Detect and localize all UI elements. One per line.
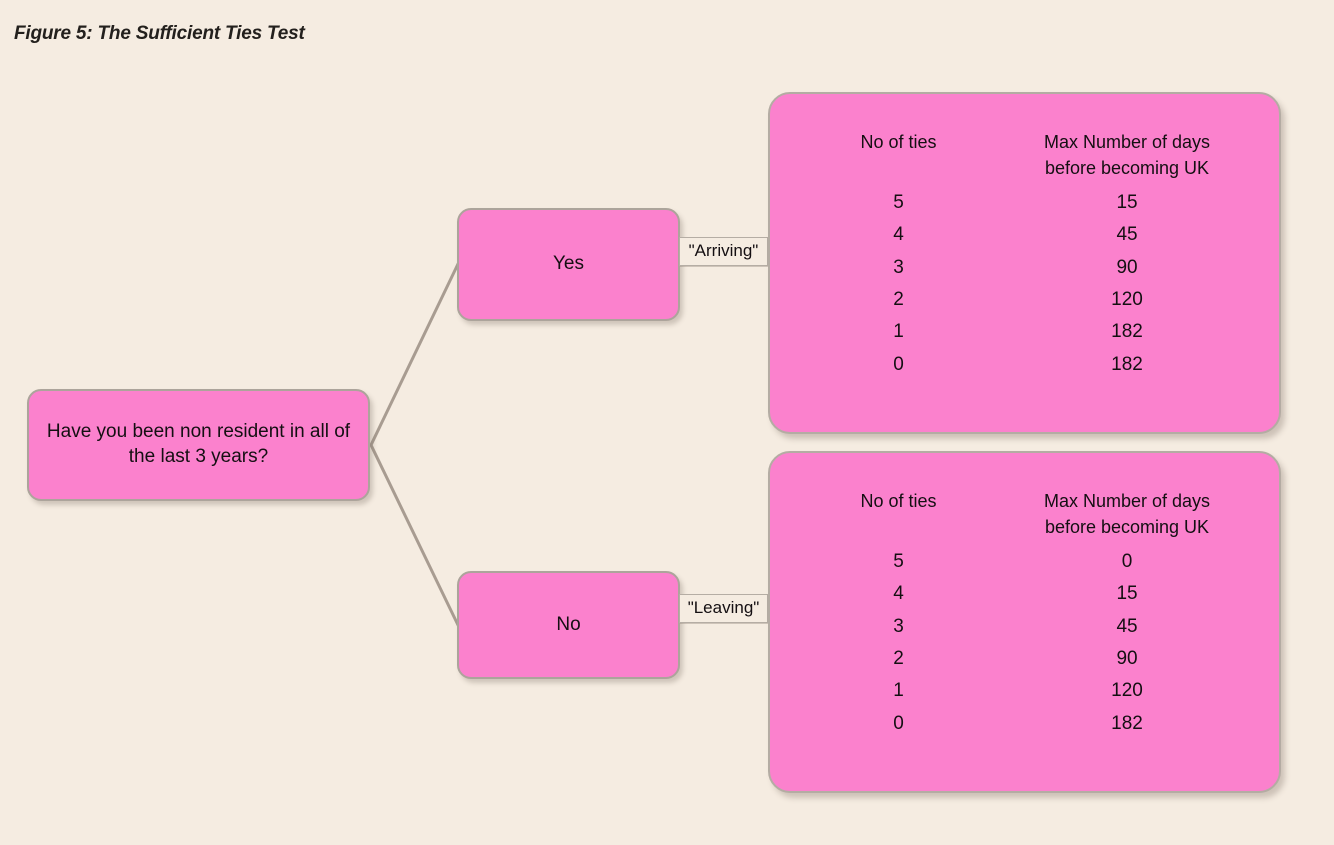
node-root-label: Have you been non resident in all of the… — [46, 421, 351, 467]
cell-ties: 0 — [893, 353, 904, 375]
table-row: 4 15 — [770, 578, 1279, 610]
table-leaving-header-ties: No of ties — [860, 491, 937, 511]
table-arriving-header-ties: No of ties — [860, 132, 937, 152]
cell-ties: 2 — [893, 647, 904, 669]
cell-days: 15 — [1116, 192, 1138, 214]
table-row: 4 45 — [770, 219, 1279, 251]
cell-days: 45 — [1116, 615, 1138, 637]
table-row: 2 90 — [770, 643, 1279, 675]
cell-days: 120 — [1111, 288, 1143, 310]
cell-ties: 4 — [893, 224, 904, 246]
cell-days: 0 — [1121, 551, 1133, 573]
table-leaving-header: No of ties Max Number of days before bec… — [770, 489, 1279, 540]
table-leaving-body: No of ties Max Number of days before bec… — [770, 453, 1279, 740]
figure-title: Figure 5: The Sufficient Ties Test — [14, 23, 305, 44]
cell-ties: 2 — [893, 288, 904, 310]
cell-days: 120 — [1111, 680, 1143, 702]
cell-days: 45 — [1116, 224, 1138, 246]
edge-root-to-no — [368, 442, 461, 628]
node-root-question[interactable]: Have you been non resident in all of the… — [27, 389, 370, 501]
cell-days: 182 — [1111, 353, 1143, 375]
cell-days: 90 — [1116, 256, 1138, 278]
table-leaving-header-days-line2: before becoming UK — [1044, 516, 1210, 537]
table-row: 3 90 — [770, 252, 1279, 284]
table-leaving-header-days: Max Number of days before becoming UK — [999, 489, 1279, 540]
cell-ties: 5 — [893, 192, 904, 214]
edge-label-leaving: "Leaving" — [679, 594, 768, 623]
node-no-label: No — [556, 613, 581, 635]
table-leaving-rows: 5 0 4 15 3 45 2 90 1 120 — [770, 546, 1279, 740]
edge-label-arriving: "Arriving" — [679, 237, 768, 266]
cell-days: 90 — [1116, 647, 1138, 669]
table-row: 0 182 — [770, 349, 1279, 381]
cell-ties: 5 — [893, 551, 904, 573]
table-arriving-rows: 5 15 4 45 3 90 2 120 1 182 — [770, 187, 1279, 381]
cell-ties: 1 — [893, 321, 904, 343]
cell-ties: 1 — [893, 680, 904, 702]
table-arriving-header: No of ties Max Number of days before bec… — [770, 130, 1279, 181]
table-row: 5 0 — [770, 546, 1279, 578]
cell-ties: 3 — [893, 256, 904, 278]
table-row: 5 15 — [770, 187, 1279, 219]
table-arriving-header-days-line1: Max Number of days — [1043, 132, 1211, 152]
cell-days: 182 — [1111, 712, 1143, 734]
cell-ties: 3 — [893, 615, 904, 637]
cell-ties: 4 — [893, 583, 904, 605]
table-leaving-header-days-line1: Max Number of days — [1043, 491, 1211, 511]
table-arriving-ties: No of ties Max Number of days before bec… — [768, 92, 1281, 434]
node-yes[interactable]: Yes — [457, 208, 680, 321]
table-arriving-body: No of ties Max Number of days before bec… — [770, 94, 1279, 381]
node-no[interactable]: No — [457, 571, 680, 679]
table-leaving-ties: No of ties Max Number of days before bec… — [768, 451, 1281, 793]
cell-ties: 0 — [893, 712, 904, 734]
cell-days: 182 — [1111, 321, 1143, 343]
table-row: 0 182 — [770, 708, 1279, 740]
node-yes-label: Yes — [553, 253, 584, 275]
edge-root-to-yes — [368, 261, 461, 448]
cell-days: 15 — [1116, 583, 1138, 605]
table-row: 1 120 — [770, 675, 1279, 707]
table-arriving-header-days: Max Number of days before becoming UK — [999, 130, 1279, 181]
table-row: 1 182 — [770, 316, 1279, 348]
table-arriving-header-days-line2: before becoming UK — [1044, 157, 1210, 178]
table-row: 3 45 — [770, 611, 1279, 643]
table-row: 2 120 — [770, 284, 1279, 316]
